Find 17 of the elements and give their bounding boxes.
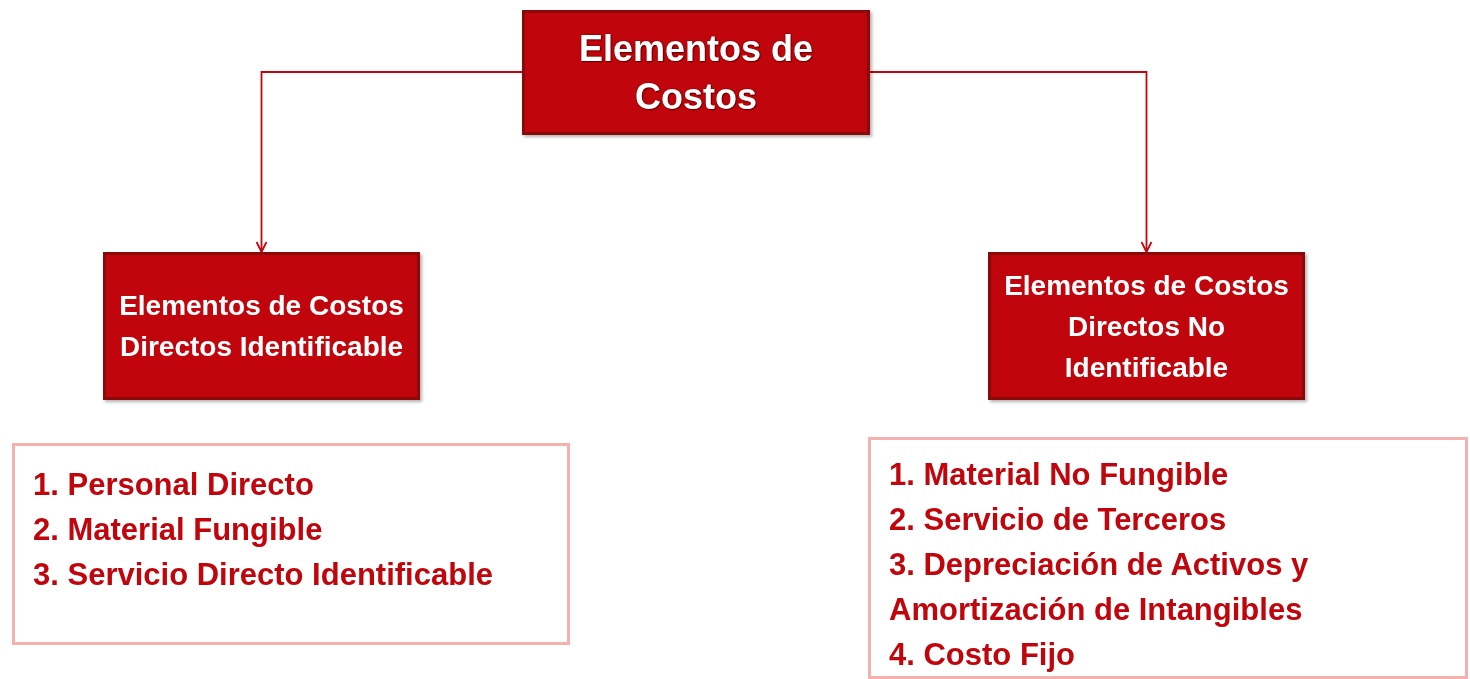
list-item: 3. Depreciación de Activos y Amortización de Intangibles	[889, 546, 1310, 629]
box-label: Elementos de Costos Directos No Identificable	[1003, 268, 1290, 385]
title-box	[522, 10, 870, 135]
list-box	[12, 443, 570, 645]
list-item: 1. Personal Directo	[33, 466, 315, 504]
list-item: 2. Material Fungible	[33, 511, 324, 549]
list-item: 1. Material No Fungible	[889, 456, 1230, 494]
list-item: 2. Servicio de Terceros	[889, 501, 1228, 539]
category-box	[988, 252, 1305, 400]
list-box	[868, 437, 1468, 679]
connector-arrow	[869, 71, 1153, 253]
box-label: Elementos de Costos	[577, 26, 815, 119]
connector-arrow	[255, 71, 523, 253]
box-label: Elementos de Costos Directos Identificable	[118, 289, 405, 364]
list-item: 4. Costo Fijo	[889, 636, 1076, 674]
list-item: 3. Servicio Directo Identificable	[33, 556, 494, 594]
category-box	[103, 252, 420, 400]
